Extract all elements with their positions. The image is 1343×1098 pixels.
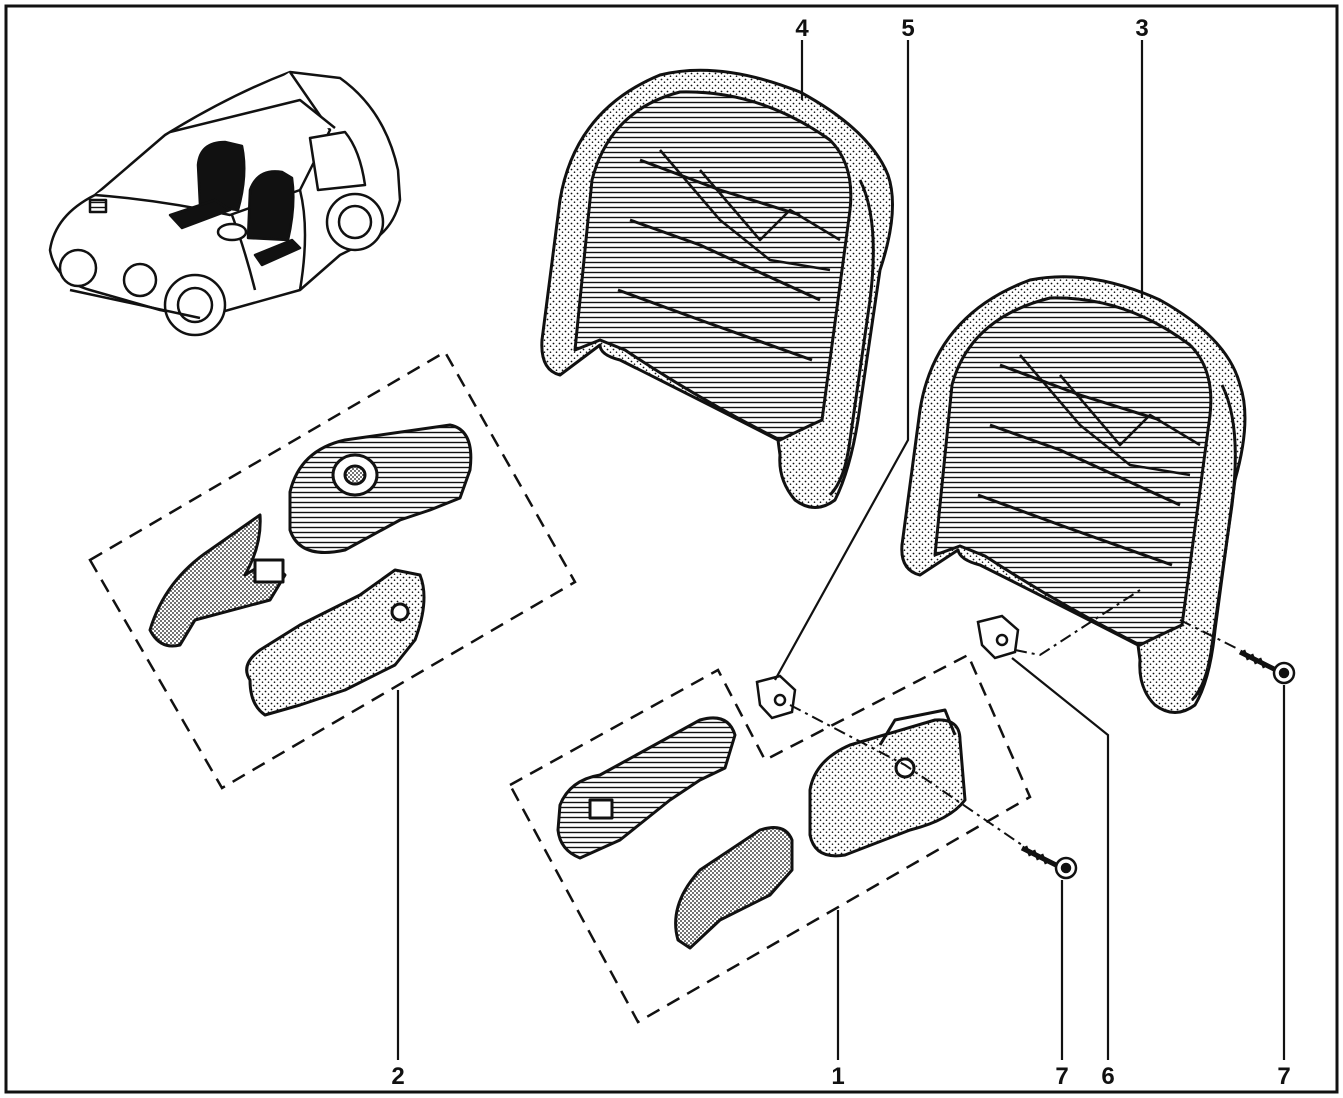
screw-7-left (1020, 845, 1078, 880)
car-illustration (48, 70, 402, 337)
part-1-dashed-outline (508, 653, 1032, 1024)
seat-base-right (253, 238, 302, 267)
part-2-lever (148, 513, 287, 648)
leader-lines (396, 40, 1286, 1060)
callout-4: 4 (795, 15, 809, 42)
callout-7-right: 7 (1277, 1063, 1290, 1090)
leader-6 (1011, 657, 1110, 1060)
part-2-dashed-outline (88, 350, 577, 790)
part-1-side-trim (808, 718, 967, 858)
callout-6: 6 (1101, 1063, 1114, 1090)
part-2-cover-plate (288, 423, 473, 554)
part-2-group (88, 350, 577, 790)
part-1-lever (674, 826, 794, 950)
callout-1: 1 (831, 1063, 844, 1090)
seat-left-shaded (196, 140, 246, 212)
clip-5 (755, 674, 797, 720)
assembly-axes (789, 589, 1241, 846)
screw-7-right (1238, 649, 1296, 685)
part-3-seatback-shell (900, 275, 1247, 714)
seat-base-left (168, 198, 232, 230)
part-4-seatback-shell (540, 68, 894, 509)
callout-7-left: 7 (1055, 1063, 1068, 1090)
part-1-group (508, 653, 1032, 1024)
callout-2: 2 (391, 1063, 404, 1090)
leader-5 (774, 40, 910, 681)
clip-6 (976, 614, 1020, 660)
callout-labels: 4 5 3 2 1 7 6 7 (391, 15, 1290, 1090)
callout-5: 5 (901, 15, 914, 42)
part-2-side-trim (245, 568, 426, 717)
callout-3: 3 (1135, 15, 1148, 42)
seat-right-shaded (246, 170, 295, 242)
part-1-cover-plate (556, 716, 737, 860)
